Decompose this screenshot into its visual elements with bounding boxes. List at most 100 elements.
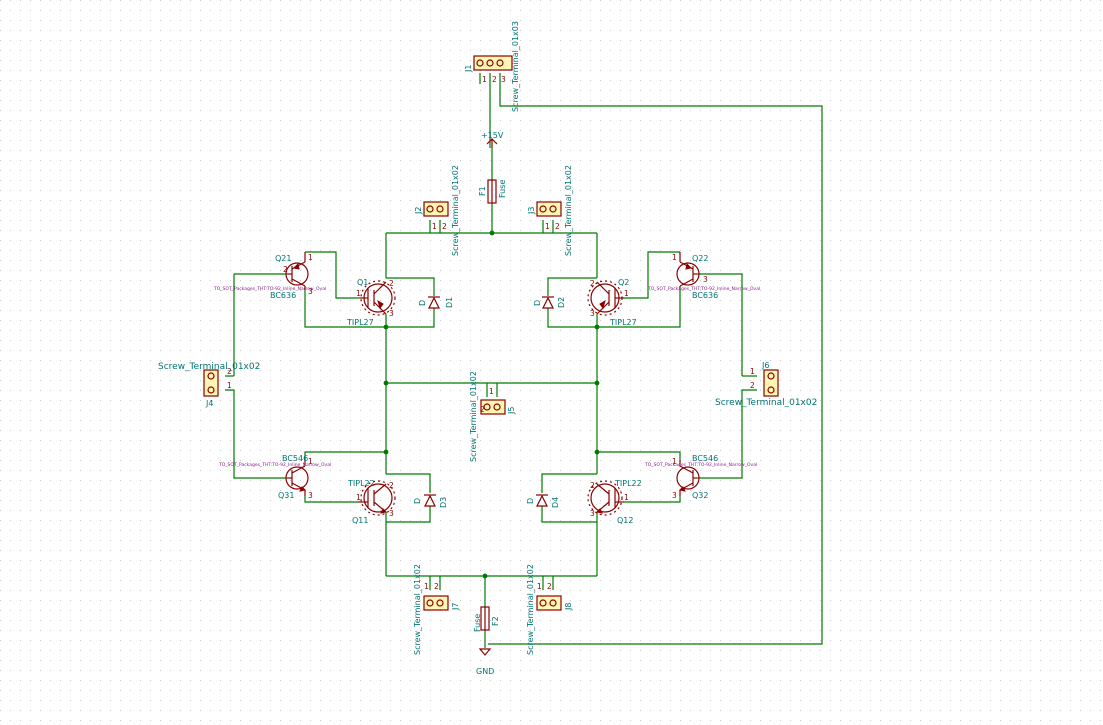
- j8-pin-1: 1: [537, 582, 542, 591]
- svg-text:3: 3: [672, 491, 677, 500]
- j7-ref: J7: [451, 603, 460, 611]
- j3-ref: J3: [527, 207, 536, 215]
- junctions: [383, 230, 600, 579]
- connector-j7[interactable]: 1 2 J7 Screw_Terminal_01x02: [413, 564, 460, 655]
- j2-value: Screw_Terminal_01x02: [451, 165, 460, 256]
- j2-pin-2: 2: [442, 222, 447, 231]
- q22-ref: Q22: [692, 254, 708, 263]
- d1-value: D: [418, 300, 427, 306]
- transistor-q12[interactable]: 1 2 3 TIPL22 Q12: [587, 479, 642, 525]
- svg-text:2: 2: [590, 279, 595, 288]
- q21-footprint: TO_SOT_Packages_THT:TO-92_Inline_Narrow_…: [213, 286, 326, 292]
- q22-footprint: TO_SOT_Packages_THT:TO-92_Inline_Narrow_…: [647, 286, 760, 292]
- q12-ref: Q12: [617, 516, 633, 525]
- j3-pin-2: 2: [555, 222, 560, 231]
- connector-j2[interactable]: 1 2 J2 Screw_Terminal_01x02: [414, 165, 460, 256]
- j4-pin-2: 2: [227, 367, 232, 376]
- svg-text:3: 3: [389, 509, 394, 518]
- j6-pin-1: 1: [750, 367, 755, 376]
- q32-footprint: TO_SOT_Packages_THT:TO-92_Inline_Narrow_…: [644, 462, 757, 468]
- j7-value: Screw_Terminal_01x02: [413, 564, 422, 655]
- q22-value: BC636: [692, 291, 718, 300]
- transistor-q22[interactable]: 1 3 Q22 TO_SOT_Packages_THT:TO-92_Inline…: [647, 252, 760, 300]
- svg-text:3: 3: [703, 275, 708, 284]
- svg-text:2: 2: [590, 481, 595, 490]
- j7-pin-1: 1: [424, 582, 429, 591]
- transistor-q21[interactable]: 1 3 2 Q21 TO_SOT_Packages_THT:TO-92_Inli…: [213, 252, 326, 300]
- fuse-f2[interactable]: Fuse F2: [473, 606, 500, 632]
- q31-footprint: TO_SOT_Packages_THT:TO-92_Inline_Narrow_…: [218, 462, 331, 468]
- q2-ref: Q2: [618, 278, 629, 287]
- f2-ref: F2: [491, 616, 500, 626]
- q1-ref: Q1: [357, 278, 368, 287]
- svg-text:3: 3: [389, 309, 394, 318]
- q11-ref: Q11: [352, 516, 368, 525]
- d2-ref: D2: [557, 297, 566, 308]
- power-gnd[interactable]: GND: [476, 648, 494, 676]
- svg-text:1: 1: [624, 289, 629, 298]
- q12-value: TIPL22: [614, 479, 642, 488]
- j8-value: Screw_Terminal_01x02: [526, 564, 535, 655]
- transistor-q11[interactable]: 1 2 3 TIPL22 Q11: [347, 479, 396, 525]
- svg-text:3: 3: [590, 509, 595, 518]
- j3-value: Screw_Terminal_01x02: [564, 165, 573, 256]
- q21-value: BC636: [270, 291, 296, 300]
- svg-text:1: 1: [356, 493, 361, 502]
- d3-ref: D3: [439, 497, 448, 508]
- j1-ref: J1: [464, 65, 473, 73]
- j5-pin-1: 1: [489, 387, 494, 396]
- j3-pin-1: 1: [545, 222, 550, 231]
- svg-text:1: 1: [308, 457, 313, 466]
- svg-text:1: 1: [672, 457, 677, 466]
- j4-ref: J4: [205, 399, 213, 408]
- j4-value: Screw_Terminal_01x02: [158, 362, 260, 372]
- connector-j6[interactable]: 1 2 J6 Screw_Terminal_01x02: [715, 361, 817, 408]
- svg-text:1: 1: [624, 493, 629, 502]
- connector-j1[interactable]: 1 2 3 J1 Screw_Terminal_01x03: [464, 21, 520, 112]
- d1-ref: D1: [445, 297, 454, 308]
- j6-ref: J6: [761, 361, 769, 370]
- f1-ref: F1: [478, 186, 487, 196]
- j5-ref: J5: [507, 407, 516, 415]
- d2-value: D: [533, 300, 542, 306]
- connector-j5[interactable]: 1 2 J5 Screw_Terminal_01x02: [469, 371, 516, 462]
- d4-value: D: [526, 498, 535, 504]
- transistor-q31[interactable]: 1 3 BC546 TO_SOT_Packages_THT:TO-92_Inli…: [218, 454, 331, 500]
- j6-value: Screw_Terminal_01x02: [715, 398, 817, 408]
- svg-text:1: 1: [356, 289, 361, 298]
- q2-value: TIPL27: [609, 318, 637, 327]
- q31-ref: Q31: [278, 491, 294, 500]
- j7-pin-2: 2: [434, 582, 439, 591]
- f1-value: Fuse: [498, 180, 507, 198]
- j2-pin-1: 1: [432, 222, 437, 231]
- diode-d1[interactable]: D D1: [418, 296, 454, 309]
- transistor-q32[interactable]: 1 3 BC546 TO_SOT_Packages_THT:TO-92_Inli…: [644, 454, 757, 500]
- j1-pin-2: 2: [492, 75, 497, 84]
- connector-j8[interactable]: 1 2 J8 Screw_Terminal_01x02: [526, 564, 573, 655]
- q31-value: BC546: [282, 454, 308, 463]
- diode-d3[interactable]: D D3: [413, 494, 448, 508]
- connector-j4[interactable]: 2 1 Screw_Terminal_01x02 J4: [158, 362, 260, 408]
- fuse-f1[interactable]: F1 Fuse: [478, 179, 507, 204]
- transistor-q2[interactable]: 1 2 3 Q2 TIPL27: [587, 278, 637, 327]
- connector-j3[interactable]: 1 2 J3 Screw_Terminal_01x02: [527, 165, 573, 256]
- wires: [225, 73, 823, 648]
- j6-pin-2: 2: [750, 381, 755, 390]
- q21-ref: Q21: [275, 254, 291, 263]
- svg-text:3: 3: [308, 287, 313, 296]
- j8-ref: J8: [564, 603, 573, 611]
- diode-d2[interactable]: D D2: [533, 296, 566, 309]
- power-vcc[interactable]: +15V: [481, 131, 504, 148]
- q1-value: TIPL27: [346, 318, 374, 327]
- q32-ref: Q32: [692, 491, 708, 500]
- transistor-q1[interactable]: 1 2 3 Q1 TIPL27: [346, 278, 396, 327]
- vcc-label: +15V: [481, 131, 504, 140]
- d4-ref: D4: [551, 497, 560, 508]
- j8-pin-2: 2: [547, 582, 552, 591]
- j2-ref: J2: [414, 207, 423, 215]
- svg-text:3: 3: [308, 491, 313, 500]
- svg-text:1: 1: [308, 253, 313, 262]
- diode-d4[interactable]: D D4: [526, 494, 560, 508]
- j1-pin-1: 1: [482, 75, 487, 84]
